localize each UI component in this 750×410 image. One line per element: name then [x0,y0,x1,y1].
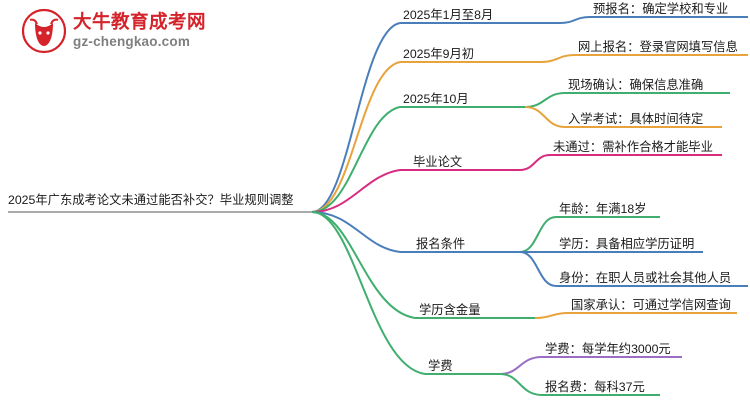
edge-branch-3-to-child-2 [524,106,566,128]
edge-root-to-branch-1 [311,22,401,213]
mindmap-branch-3-child-2[interactable]: 入学考试：具体时间待定 [568,112,704,126]
mindmap-branch-3[interactable]: 2025年10月 [403,92,469,106]
site-watermark: 大牛教育成考网 gz-chengkao.com [21,8,207,54]
mindmap-branch-3-child-1[interactable]: 现场确认：确保信息准确 [568,78,704,92]
mindmap-branch-2[interactable]: 2025年9月初 [403,47,475,61]
mindmap-branch-7[interactable]: 学费 [428,359,453,373]
mindmap-branch-4-child-1[interactable]: 未通过：需补作合格才能毕业 [553,140,713,154]
edge-root-to-branch-4 [311,169,401,213]
edge-root-to-branch-3 [311,106,401,213]
edge-root-to-branch-2 [311,61,401,213]
mindmap-branch-5-child-2[interactable]: 学历：具备相应学历证明 [559,237,695,251]
edge-branch-1-to-child-1 [559,16,591,24]
mindmap-branch-7-child-2[interactable]: 报名费：每科37元 [545,380,645,394]
watermark-title: 大牛教育成考网 [73,11,207,32]
edge-branch-7-to-child-1 [499,356,543,375]
mindmap-branch-5[interactable]: 报名条件 [416,237,466,251]
edge-branch-4-to-child-1 [519,154,551,171]
mindmap-branch-1[interactable]: 2025年1月至8月 [403,8,494,22]
edge-branch-5-to-child-1 [519,216,557,253]
mindmap-branch-5-child-3[interactable]: 身份：在职人员或社会其他人员 [559,271,732,285]
edge-branch-6-to-child-1 [534,312,569,319]
edge-branch-2-to-child-1 [539,54,576,63]
edge-root-to-branch-7 [311,211,426,375]
mindmap-branch-6[interactable]: 学历含金量 [419,303,481,317]
edge-branch-7-to-child-2 [499,373,543,396]
mindmap-branch-6-child-1[interactable]: 国家承认：可通过学信网查询 [571,298,731,312]
mindmap-branch-1-child-1[interactable]: 预报名：确定学校和专业 [593,2,729,16]
mindmap-root-node[interactable]: 2025年广东成考论文未通过能否补交？毕业规则调整 [8,192,294,207]
mindmap-branch-4[interactable]: 毕业论文 [413,155,463,169]
mindmap-branch-5-child-1[interactable]: 年龄：年满18岁 [559,202,647,216]
edge-branch-3-to-child-1 [524,92,566,108]
edge-root-to-branch-5 [311,211,401,253]
edge-root-to-branch-6 [311,211,416,319]
edge-branch-5-to-child-3 [519,251,557,287]
bull-head-logo-icon [21,8,67,54]
mindmap-branch-7-child-1[interactable]: 学费：每学年约3000元 [545,342,671,356]
mindmap-branch-2-child-1[interactable]: 网上报名：登录官网填写信息 [578,40,738,54]
watermark-subtitle: gz-chengkao.com [73,34,191,49]
